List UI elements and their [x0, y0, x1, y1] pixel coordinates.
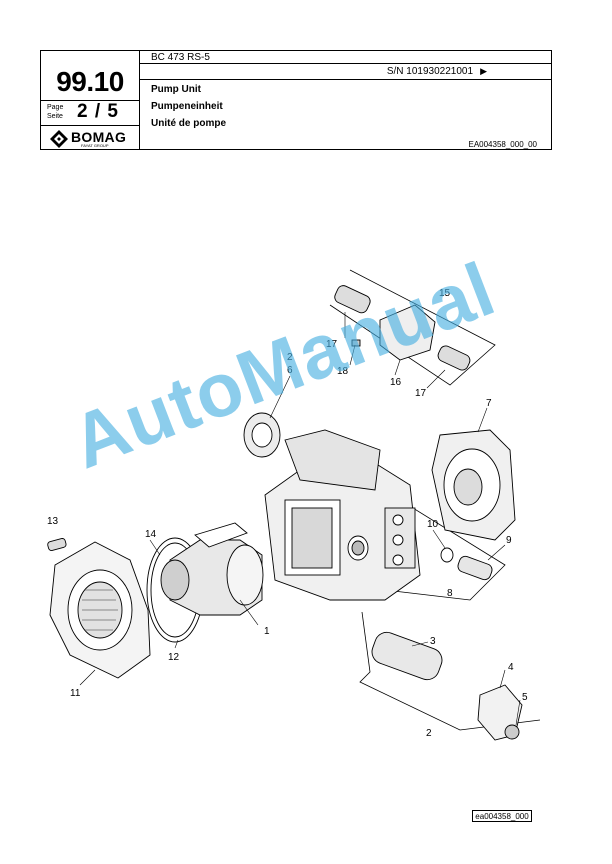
title-german: Pumpeneinheit: [151, 101, 223, 112]
header-rule: [139, 79, 551, 80]
callout-2b: 2: [426, 728, 432, 739]
callout-14: 14: [145, 529, 157, 540]
serial-number: S/N 101930221001: [386, 66, 473, 77]
callout-1: 1: [264, 626, 270, 637]
page-label-en: Page: [47, 104, 64, 111]
title-french: Unité de pompe: [151, 118, 227, 129]
plug-13: [47, 538, 67, 551]
header-rule: [139, 63, 551, 64]
bomag-logo: BOMAG FAYAT GROUP: [49, 129, 135, 149]
callout-4: 4: [508, 662, 514, 673]
brand-subtitle: FAYAT GROUP: [81, 143, 109, 148]
callout-10: 10: [427, 519, 439, 530]
image-reference: ea004358_000: [472, 810, 532, 822]
callout-16: 16: [390, 377, 402, 388]
valve-9-10: [440, 547, 493, 581]
document-reference: EA004358_000_00: [468, 140, 537, 149]
header-rule: [41, 100, 139, 101]
callout-2a: 2: [287, 352, 293, 363]
header-rule: [41, 125, 139, 126]
bomag-logo-icon: [50, 130, 68, 148]
callout-13: 13: [47, 516, 59, 527]
callout-17b: 17: [415, 388, 427, 399]
brand-name: BOMAG: [71, 129, 127, 145]
callout-5: 5: [522, 692, 528, 703]
exploded-view-diagram: 1 2 6 2 3 4 5 7 8 9 10 11 12 13 14 15 16…: [47, 269, 541, 741]
valve-block: [334, 285, 471, 371]
page-label: Page Seite: [47, 103, 63, 121]
header-divider: [139, 51, 140, 149]
filter-assembly: [371, 631, 523, 741]
end-plate: [431, 429, 516, 541]
callout-9: 9: [506, 535, 512, 546]
callout-11: 11: [70, 688, 81, 699]
pump-body: [264, 429, 421, 601]
chapter-number: 99.10: [56, 66, 124, 97]
callout-15: 15: [439, 288, 451, 299]
title-english: Pump Unit: [151, 84, 201, 95]
serial-arrow-icon: ▶: [480, 66, 487, 76]
flange-6: [243, 412, 281, 458]
callout-8: 8: [447, 588, 453, 599]
coupling: [160, 522, 264, 616]
page-label-de: Seite: [47, 113, 63, 120]
callout-7: 7: [486, 398, 492, 409]
bell-housing: [49, 541, 151, 679]
machine-model: BC 473 RS-5: [151, 52, 210, 63]
callout-18: 18: [337, 366, 349, 377]
callout-12: 12: [168, 652, 180, 663]
header-box: BC 473 RS-5 S/N 101930221001 ▶ 99.10 Pag…: [40, 50, 552, 150]
callout-6: 6: [287, 365, 293, 376]
callout-17a: 17: [326, 339, 338, 350]
page-number: 2 / 5: [77, 101, 118, 122]
callout-3: 3: [430, 636, 436, 647]
